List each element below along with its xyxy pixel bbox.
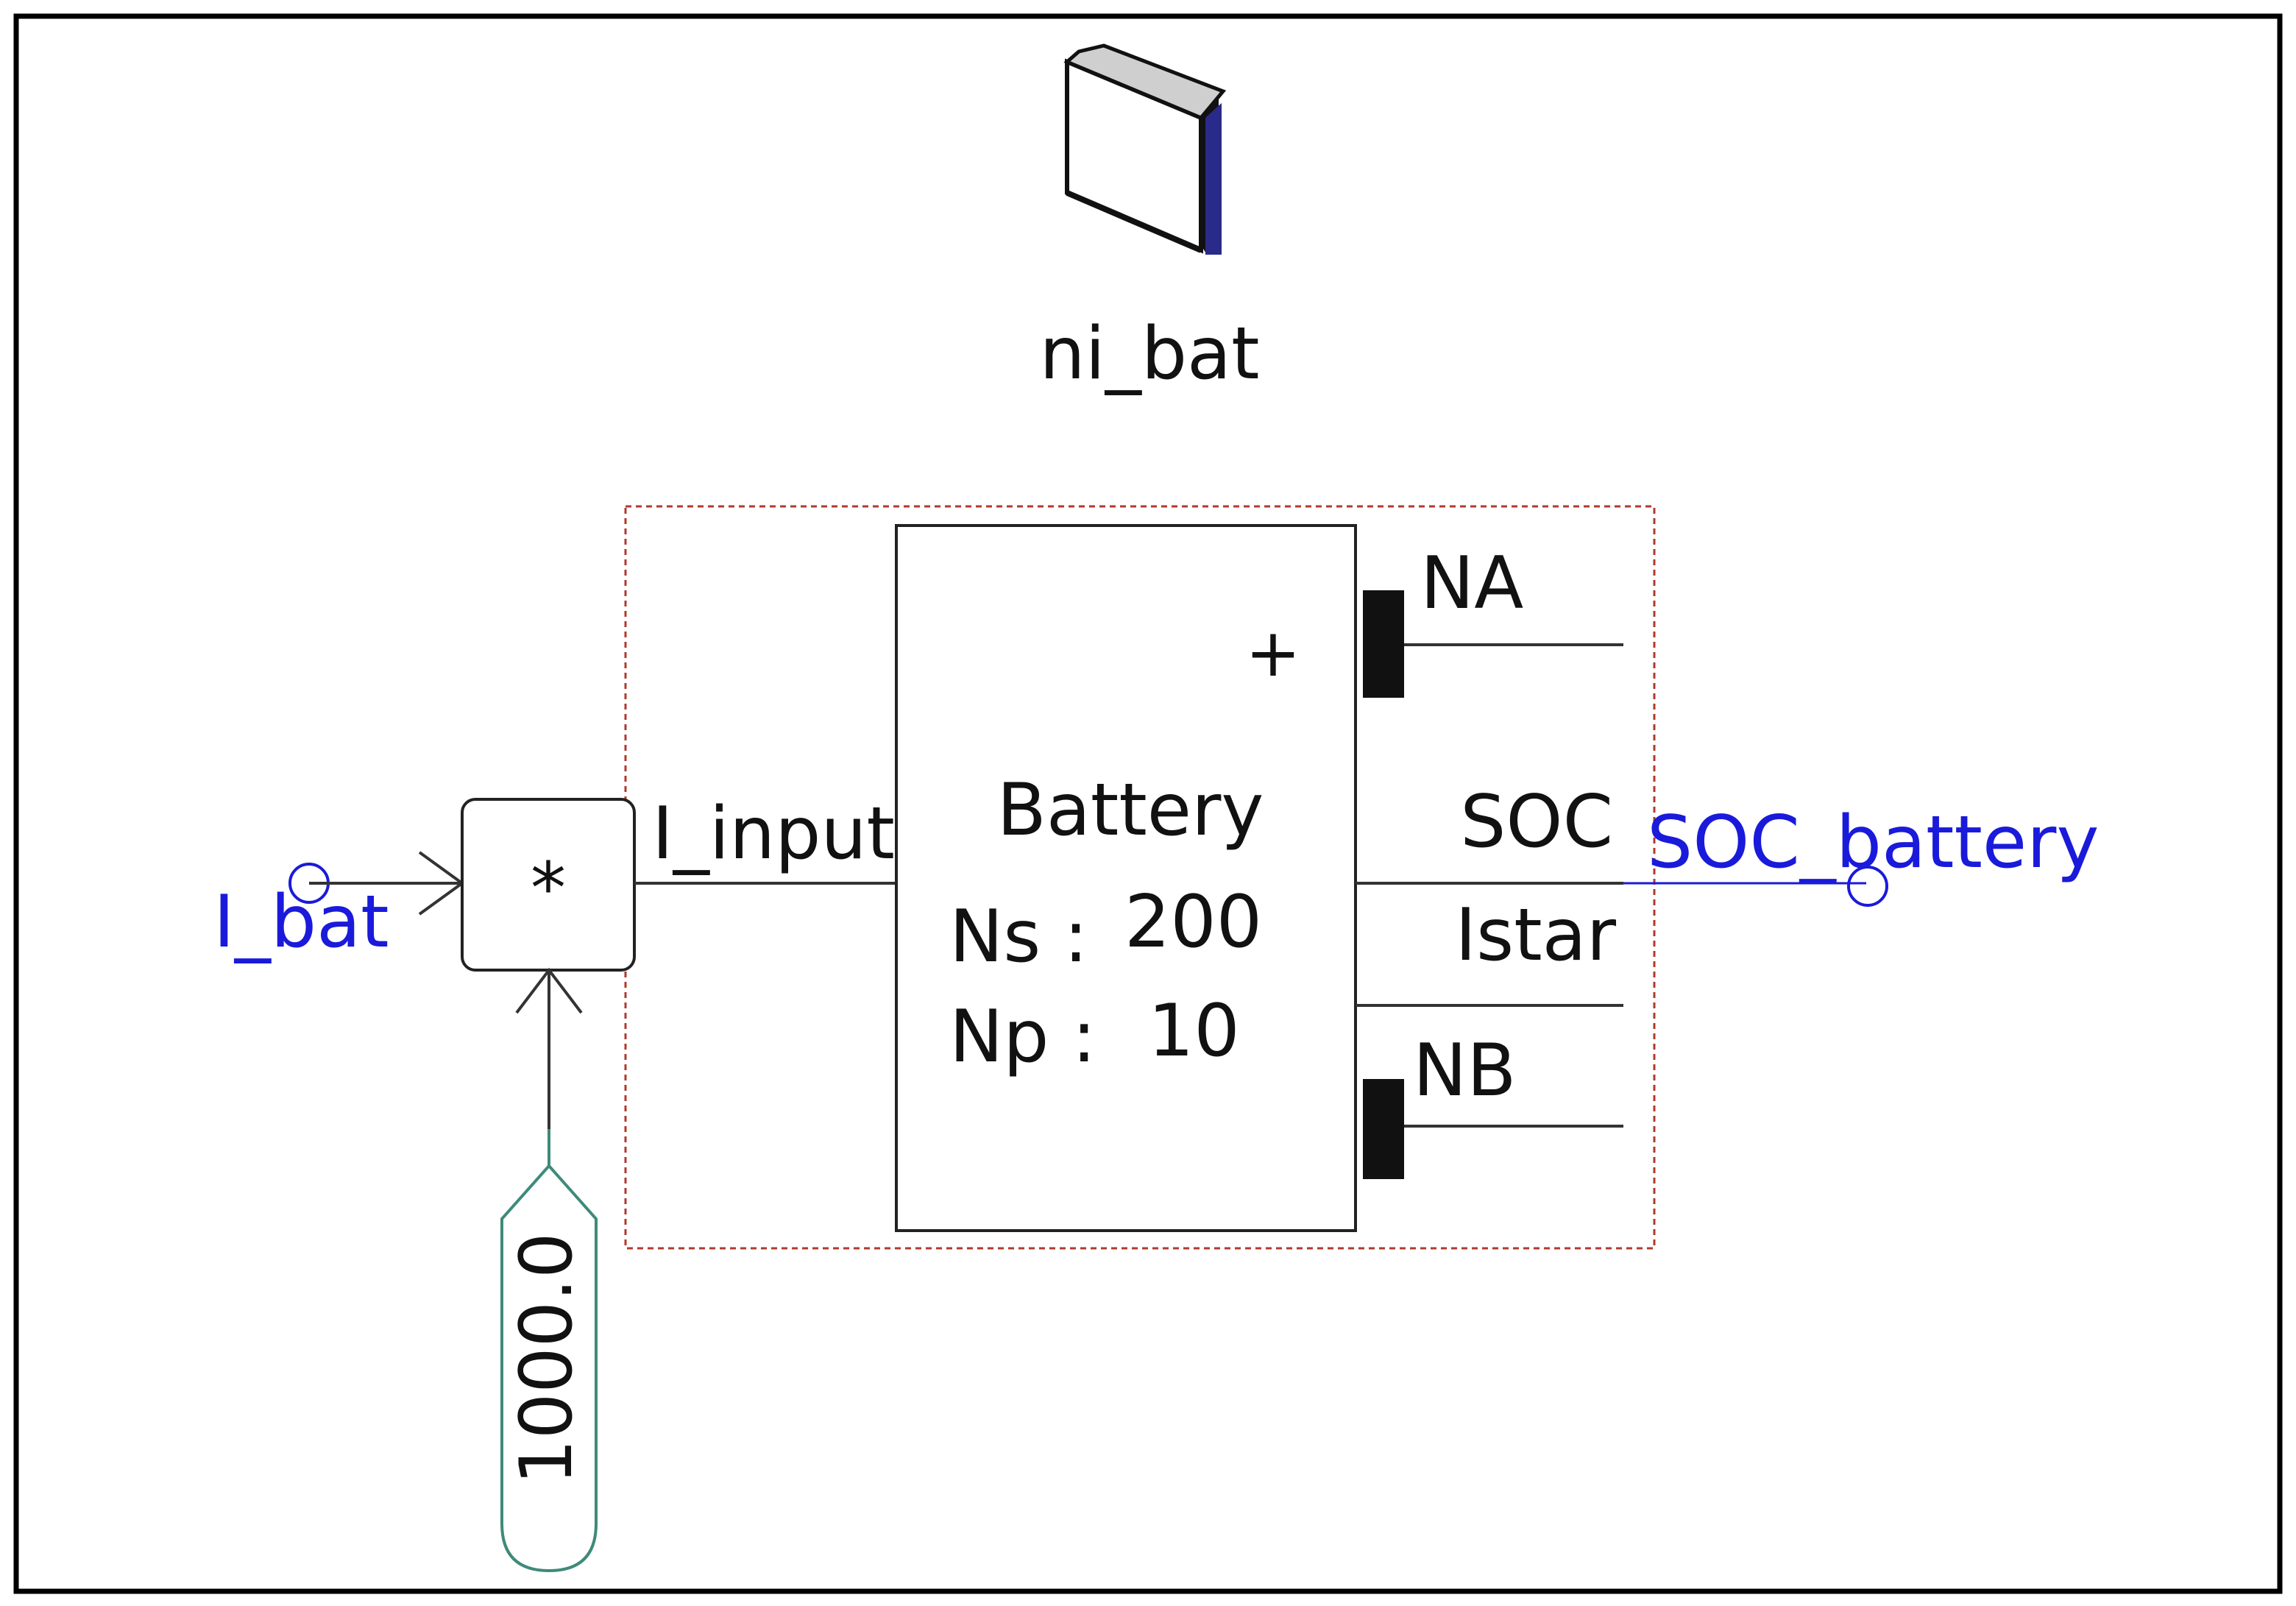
input-signal-label: I_bat [213,880,389,964]
folder-icon[interactable] [1063,43,1227,255]
battery-block[interactable] [895,524,1357,1232]
np-value: 10 [1148,989,1240,1073]
component-name-label: ni_bat [1039,312,1259,396]
na-pin-label: NA [1420,542,1523,626]
output-signal-label: SOC_battery [1647,801,2099,885]
np-label: Np : [949,995,1096,1079]
nb-pin-connector[interactable] [1363,1079,1404,1179]
plus-terminal-sign: + [1245,615,1300,692]
soc-pin-label: SOC [1460,780,1613,864]
gain-constant-value: 1000.0 [505,1233,589,1485]
ns-label: Ns : [949,895,1088,979]
output-port-circle[interactable] [1847,866,1888,907]
na-pin-connector[interactable] [1363,590,1404,698]
wire-label: I_input [652,792,895,876]
nb-pin-label: NB [1413,1029,1517,1113]
istar-pin-label: Istar [1455,894,1616,977]
ns-value: 200 [1124,880,1262,964]
multiplier-symbol: * [531,847,566,930]
constant-arrow [515,967,583,1014]
battery-title: Battery [997,768,1264,852]
constant-block[interactable] [500,1163,598,1573]
frame-border [13,13,2283,1594]
